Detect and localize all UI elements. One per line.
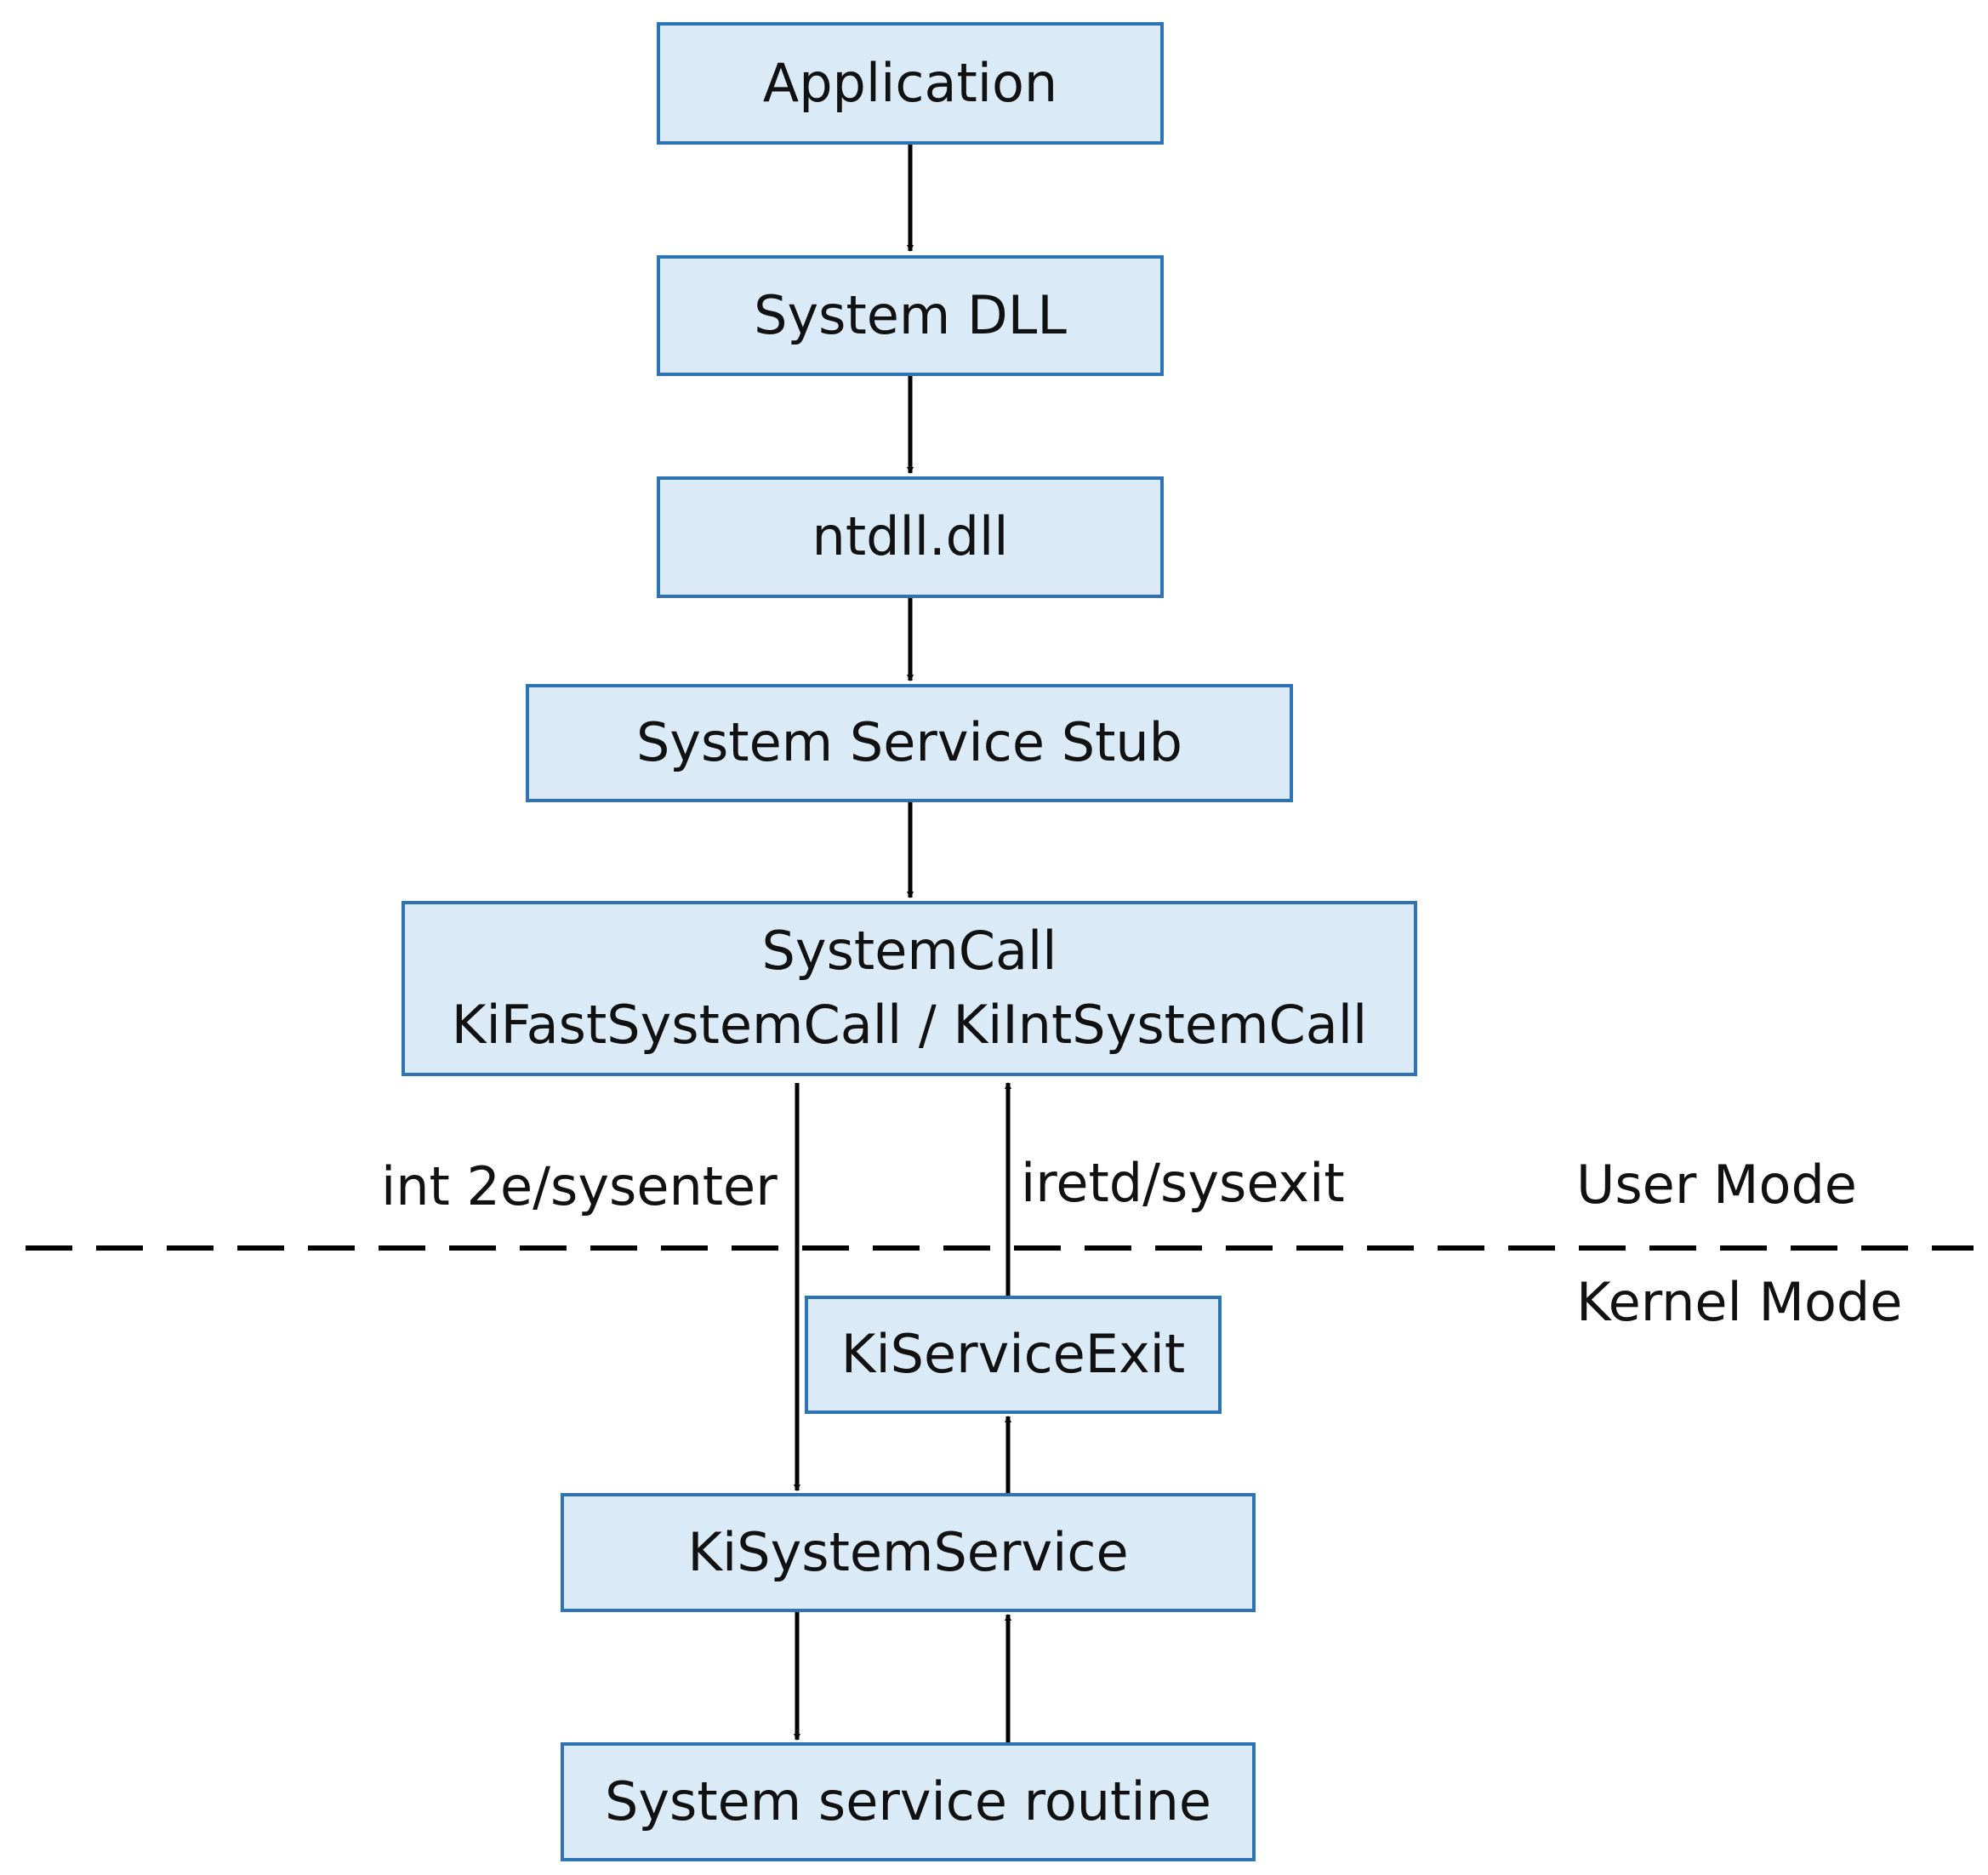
node-service-stub: System Service Stub xyxy=(526,684,1293,802)
node-system-dll: System DLL xyxy=(657,255,1164,376)
node-ntdll: ntdll.dll xyxy=(657,476,1164,598)
node-systemcall-line2: KiFastSystemCall / KiIntSystemCall xyxy=(451,994,1368,1056)
edge-label-sysexit: iretd/sysexit xyxy=(1021,1152,1345,1214)
node-kiserviceexit: KiServiceExit xyxy=(805,1296,1222,1414)
node-kiserviceexit-label: KiServiceExit xyxy=(840,1323,1186,1386)
node-application: Application xyxy=(657,22,1164,145)
node-systemcall: SystemCall KiFastSystemCall / KiIntSyste… xyxy=(402,901,1417,1076)
node-service-routine-label: System service routine xyxy=(604,1770,1212,1832)
node-application-label: Application xyxy=(762,51,1058,114)
mode-label-kernel: Kernel Mode xyxy=(1576,1271,1903,1333)
node-kisystemservice: KiSystemService xyxy=(561,1493,1256,1612)
node-service-routine: System service routine xyxy=(561,1742,1256,1861)
node-ntdll-label: ntdll.dll xyxy=(812,505,1009,568)
node-systemcall-line1: SystemCall xyxy=(761,920,1057,983)
node-service-stub-label: System Service Stub xyxy=(635,711,1183,774)
edge-label-sysenter: int 2e/sysenter xyxy=(381,1155,778,1217)
node-system-dll-label: System DLL xyxy=(754,283,1067,346)
mode-label-user: User Mode xyxy=(1576,1154,1857,1216)
node-kisystemservice-label: KiSystemService xyxy=(687,1520,1129,1583)
